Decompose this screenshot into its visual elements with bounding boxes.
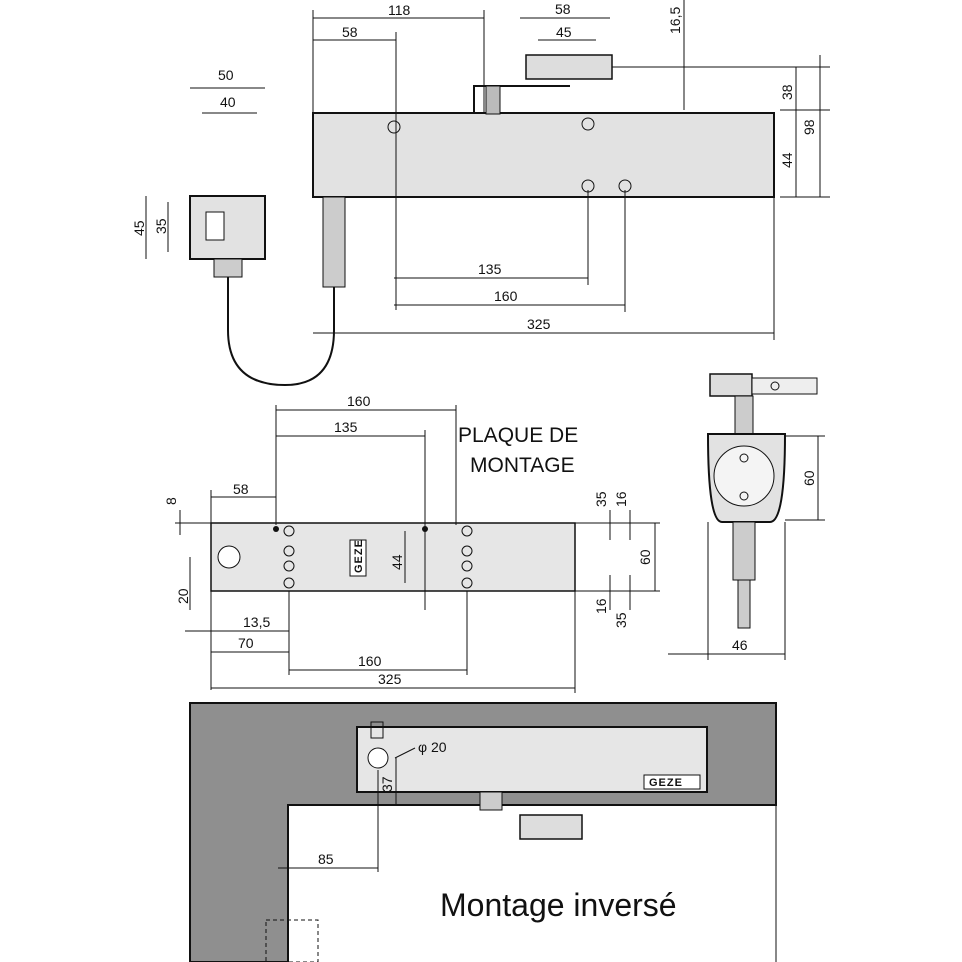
plate-title-1: PLAQUE DE	[458, 424, 578, 447]
inverse-title: Montage inversé	[440, 887, 677, 923]
plate-title-2: MONTAGE	[470, 454, 575, 477]
dim-325: 325	[527, 316, 551, 332]
dim-16-top: 16	[613, 491, 629, 507]
side-cable	[732, 521, 756, 581]
inverse-shoe	[519, 814, 583, 840]
switch-box	[189, 195, 266, 260]
dim-118: 118	[388, 2, 411, 18]
cable	[227, 275, 335, 387]
dim-44: 44	[779, 152, 795, 168]
closer-body	[312, 112, 775, 198]
dim-45-shoe: 45	[556, 24, 572, 40]
box-gland	[213, 258, 243, 278]
dim-60-plate: 60	[637, 549, 653, 565]
dim-58: 58	[342, 24, 358, 40]
dim-160: 160	[494, 288, 518, 304]
inverse-hole	[367, 747, 389, 769]
side-piston	[713, 445, 775, 507]
dim-135-plate: 135	[334, 419, 358, 435]
arm-shoe	[525, 54, 613, 80]
mounting-plate-view: GEZE PLAQUE DE MONTAGE 160 135 58 8 20 1…	[163, 393, 660, 693]
dim-135: 135	[478, 261, 502, 277]
dim-44-plate: 44	[389, 554, 405, 570]
plate-cable-hole	[217, 545, 241, 569]
plate-logo-box	[349, 539, 367, 577]
inverse-brand: GEZE	[649, 777, 683, 789]
inverse-logo-box	[643, 774, 701, 790]
dim-40: 40	[220, 94, 236, 110]
dim-35-bottom: 35	[613, 612, 629, 628]
dim-46: 46	[732, 637, 748, 653]
dim-98: 98	[801, 119, 817, 135]
dim-13-5: 13,5	[243, 614, 270, 630]
arm-post	[485, 85, 501, 115]
side-shoe	[709, 373, 753, 397]
side-arm	[751, 377, 818, 395]
dim-58-shoe: 58	[555, 1, 571, 17]
dim-325-plate: 325	[378, 671, 402, 687]
dim-37: 37	[379, 776, 395, 792]
dim-45-box: 45	[131, 220, 147, 236]
side-post	[734, 395, 754, 435]
dim-70: 70	[238, 635, 254, 651]
dim-58-plate: 58	[233, 481, 249, 497]
closer-top-view: 118 58 58 45 16,5 38 98 44 50 40 45 35 1…	[131, 0, 830, 387]
arm-bracket	[473, 85, 570, 113]
dim-60-side: 60	[801, 470, 817, 486]
dim-85: 85	[318, 851, 334, 867]
dim-16-5: 16,5	[667, 7, 683, 34]
inverse-mounting-view: GEZE φ 20 37 85 Montage inversé	[189, 702, 777, 962]
dim-38: 38	[779, 84, 795, 100]
dim-50: 50	[218, 67, 234, 83]
cable-gland	[322, 196, 346, 288]
dim-35-box: 35	[153, 218, 169, 234]
dim-diameter: φ 20	[418, 739, 447, 755]
dim-8: 8	[163, 497, 179, 505]
dim-35-top: 35	[593, 491, 609, 507]
switch-icon	[205, 211, 225, 241]
dim-160-plate: 160	[347, 393, 371, 409]
plate-brand: GEZE	[353, 539, 365, 573]
dim-160-bottom: 160	[358, 653, 382, 669]
inverse-hinge	[265, 919, 319, 962]
dim-20: 20	[175, 588, 191, 604]
side-view: 60 46	[668, 373, 825, 660]
dim-16-bottom: 16	[593, 598, 609, 614]
